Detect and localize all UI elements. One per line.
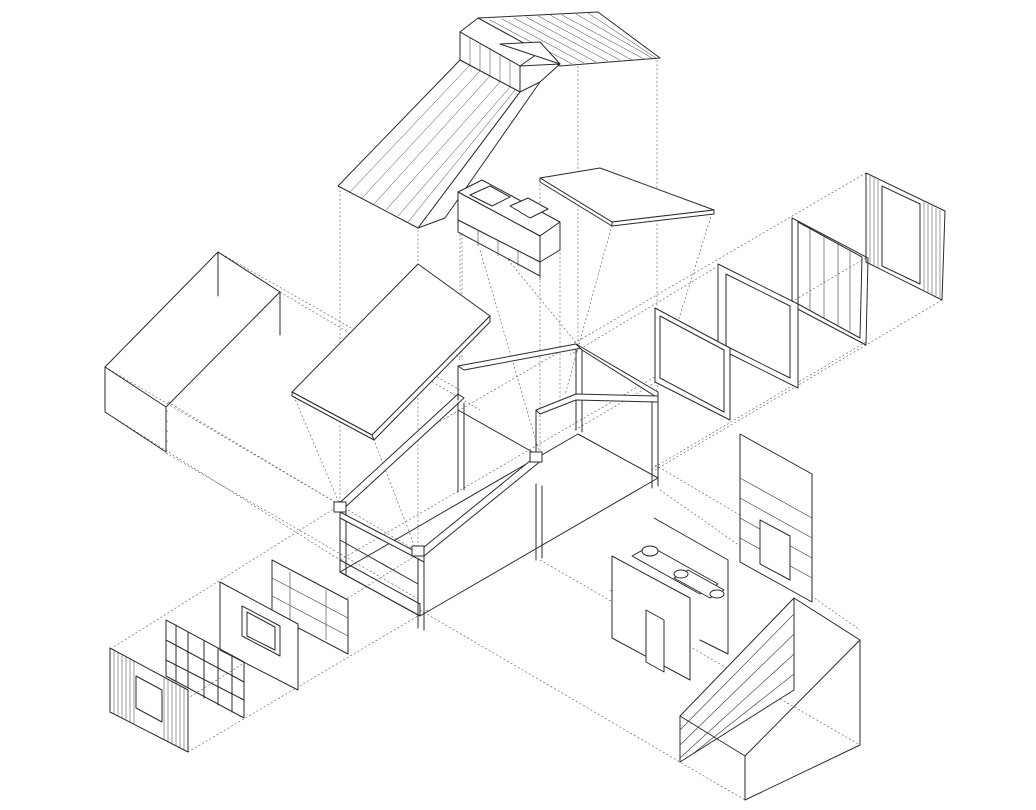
timber-frame (333, 343, 659, 631)
front-left-wall-layers (109, 559, 349, 753)
front-right-wall-layers (679, 433, 861, 801)
back-right-wall-layers (654, 172, 946, 421)
stud-frame-left (165, 619, 245, 719)
left-wall-volume (104, 251, 281, 453)
pipes (631, 545, 725, 599)
inner-partition (611, 517, 729, 681)
roof-right-plate (539, 167, 715, 227)
projection-guides (104, 40, 946, 801)
left-roof-plate (291, 263, 491, 441)
roof-ridge-panels (337, 11, 661, 229)
clerestory-box (457, 179, 561, 280)
